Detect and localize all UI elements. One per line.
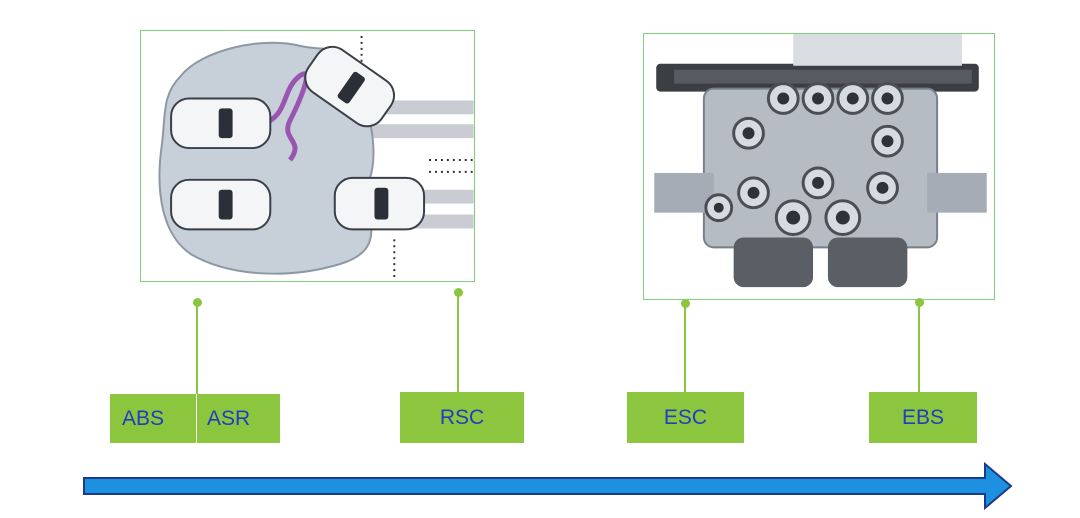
image-ebs-valve	[643, 33, 995, 300]
cars-stability-illustration	[158, 35, 474, 280]
label-abs: ABS	[110, 394, 196, 443]
connector-stem-abs-asr	[196, 302, 198, 394]
image-cars-stability	[140, 30, 475, 282]
label-rsc: RSC	[400, 392, 524, 443]
timeline-arrow	[83, 461, 1013, 511]
connector-stem-rsc	[457, 292, 459, 392]
label-ebs: EBS	[869, 392, 977, 443]
label-asr: ASR	[197, 394, 280, 443]
ebs-modulator-valve-photo	[654, 34, 987, 288]
connector-stem-esc	[684, 303, 686, 392]
connector-stem-ebs	[918, 302, 920, 392]
label-esc: ESC	[627, 392, 744, 443]
